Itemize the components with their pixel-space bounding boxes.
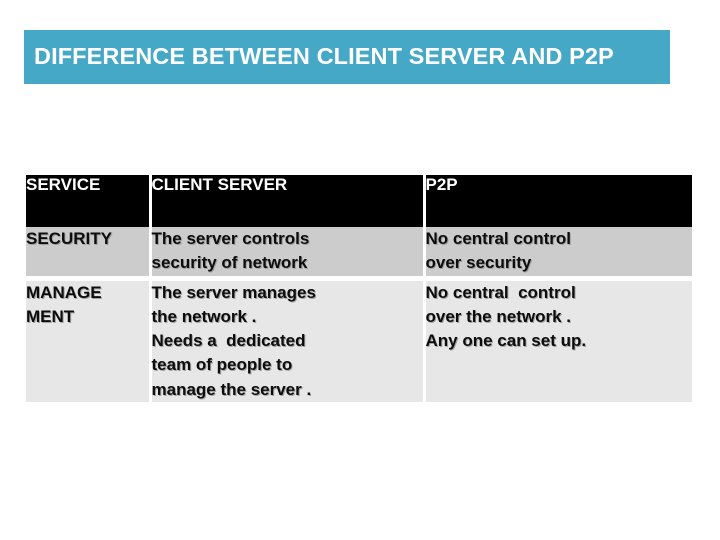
- cell-line: manage the server .: [151, 379, 312, 399]
- cell-line: The server manages: [151, 282, 316, 302]
- cell-line: Any one can set up.: [425, 331, 587, 351]
- cell-management-client-server: The server manages the network . Needs a…: [150, 280, 426, 403]
- slide-title-banner: DIFFERENCE BETWEEN CLIENT SERVER AND P2P: [24, 30, 670, 84]
- cell-security-p2p: No central control over security: [424, 227, 692, 276]
- cell-line: No central control: [425, 229, 571, 248]
- column-header-client-server: CLIENT SERVER: [150, 175, 426, 227]
- table-header-row: SERVICE CLIENT SERVER P2P: [26, 175, 692, 227]
- cell-line: Needs a dedicated: [151, 331, 306, 351]
- row-label-management: MANAGE MENT: [26, 280, 152, 403]
- cell-line: The server controls: [151, 229, 310, 248]
- page-title: DIFFERENCE BETWEEN CLIENT SERVER AND P2P: [34, 43, 614, 70]
- row-label-security: SECURITY: [26, 227, 152, 276]
- comparison-table: SERVICE CLIENT SERVER P2P SECURITY The s…: [26, 175, 692, 403]
- table-row: MANAGE MENT The server manages the netwo…: [26, 280, 692, 403]
- cell-management-p2p: No central control over the network . An…: [424, 280, 692, 403]
- cell-line: the network .: [151, 306, 257, 326]
- cell-line: over security: [425, 253, 532, 273]
- cell-line: over the network .: [425, 306, 571, 326]
- cell-line: team of people to: [151, 355, 293, 375]
- cell-security-client-server: The server controls security of network: [150, 227, 426, 276]
- column-header-service: SERVICE: [26, 175, 152, 227]
- cell-line: security of network: [151, 253, 308, 273]
- column-header-p2p: P2P: [425, 175, 458, 194]
- table-row: SECURITY The server controls security of…: [26, 227, 692, 276]
- cell-line: No central control: [425, 282, 576, 302]
- row-separator: [26, 275, 692, 281]
